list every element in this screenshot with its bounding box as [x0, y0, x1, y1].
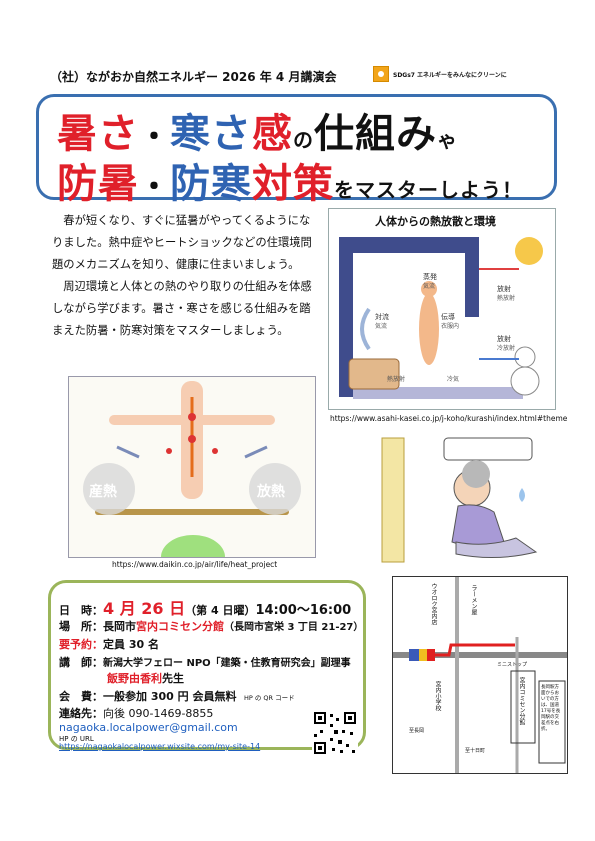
place-prefix: 長岡市	[103, 620, 136, 633]
hp-url-label: HP の URL	[59, 735, 94, 743]
title-master: をマスターしよう！	[334, 178, 523, 202]
title-mechanism: 仕組み	[314, 111, 437, 157]
svg-text:熱放射: 熱放射	[497, 294, 515, 302]
place-value: 宮内コミセン分館	[136, 620, 224, 633]
access-map: ウオロク宮内店 ラーメン屋 宮内小学校 宮内コミセン分館 至長岡 ミニストップ …	[392, 576, 568, 774]
lecturer-suffix: 先生	[162, 672, 184, 685]
heatstroke-illustration	[372, 434, 548, 564]
title-heat: 暑さ	[57, 111, 139, 157]
title-measures: 対策	[252, 161, 334, 207]
svg-text:対流: 対流	[375, 312, 389, 321]
header: （社）ながおか自然エネルギー 2026 年 4 月講演会 SDGs7 エネルギー…	[0, 66, 595, 86]
contact-row: 連絡先：向後 090-1469-8855	[59, 705, 213, 721]
event-info-box: 日 時：4 月 26 日（第 4 日曜）14:00〜16:00 場 所：長岡市宮…	[48, 580, 366, 751]
date-row: 日 時：4 月 26 日（第 4 日曜）14:00〜16:00	[59, 595, 351, 619]
date-time: 14:00〜16:00	[255, 603, 352, 618]
svg-text:衣服内: 衣服内	[441, 322, 459, 330]
map-label-school: 宮内小学校	[434, 681, 441, 711]
svg-text:気流: 気流	[375, 322, 387, 330]
intro-text: 春が短くなり、すぐに猛暑がやってくるようになりました。熱中症やヒートショックなど…	[52, 210, 320, 342]
place-address: （長岡市宮栄 3 丁目 21-27）	[224, 622, 364, 633]
svg-text:放射: 放射	[497, 284, 511, 293]
lecturer-name: 飯野由香利	[107, 672, 162, 685]
contact-value: 向後 090-1469-8855	[103, 707, 214, 720]
svg-text:放射: 放射	[497, 334, 511, 343]
qr-code[interactable]	[312, 710, 358, 756]
header-org-line: （社）ながおか自然エネルギー 2026 年 4 月講演会	[50, 70, 337, 84]
reserve-row: 要予約：定員 30 名	[59, 636, 159, 652]
contact-label: 連絡先：	[59, 707, 103, 720]
map-label-uoroku: ウオロク宮内店	[430, 583, 437, 625]
title-box: 暑さ・寒さ感の仕組みゃ 防暑・防寒対策をマスターしよう！	[36, 94, 557, 207]
lecturer-label: 講 師：	[59, 656, 103, 669]
title-cold-protect: 防寒	[170, 161, 252, 207]
intro-paragraph-1: 春が短くなり、すぐに猛暑がやってくるようになりました。熱中症やヒートショックなど…	[52, 214, 312, 271]
heat-balance-drawing	[83, 381, 301, 557]
heat-balance-illustration: 産熱 放熱	[68, 376, 316, 558]
place-label: 場 所：	[59, 620, 103, 633]
reserve-label: 要予約：	[59, 638, 103, 651]
map-label-community-center: 宮内コミセン分館	[518, 677, 525, 725]
hp-url-link[interactable]: https://nagaokalocalpower.wixsite.com/my…	[59, 742, 261, 751]
title-sense: 感	[252, 111, 293, 157]
fee-row: 会 費：一般参加 300 円 会員無料 HP の QR コード	[59, 688, 295, 704]
map-label-to-tokamachi: 至十日町	[465, 748, 486, 754]
map-label-ministop: ミニストップ	[497, 662, 528, 668]
title-cold: 寒さ	[170, 111, 252, 157]
heat-release-label: 放熱	[257, 484, 285, 500]
lecturer-name-row: 飯野由香利先生	[107, 670, 184, 686]
svg-text:気流: 気流	[423, 282, 435, 290]
map-label-to-nagaoka: 至長岡	[409, 728, 425, 734]
place-row: 場 所：長岡市宮内コミセン分館（長岡市宮栄 3 丁目 21-27）	[59, 618, 363, 634]
access-map-drawing	[393, 577, 567, 773]
date-label: 日 時：	[59, 604, 103, 617]
fee-value: 一般参加 300 円 会員無料	[103, 690, 237, 703]
heatstroke-drawing	[381, 437, 538, 563]
heat-dissipation-title: 人体からの熱放散と環境	[375, 215, 496, 228]
heat-production-label: 産熱	[89, 484, 117, 500]
title-ya: ゃ	[437, 128, 458, 152]
heat-dissipation-illustration: 蒸発 気流 伝導 衣服内 対流 気流 放射 熱放射 放射 冷放射 熱放射 冷気 …	[328, 208, 556, 410]
lecturer-row: 講 師：新潟大学フェロー NPO「建築・住教育研究会」副理事	[59, 654, 351, 670]
svg-text:冷放射: 冷放射	[497, 344, 515, 352]
svg-text:冷気: 冷気	[447, 375, 459, 383]
sdg-icon	[373, 66, 389, 82]
title-no: の	[293, 128, 314, 152]
title-line-2: 防暑・防寒対策をマスターしよう！	[57, 151, 523, 209]
date-value: 4 月 26 日	[103, 599, 186, 618]
map-directions-note: 長岡駅方面からおいでの方は、国道17号を長岡駅の交差点を右折。	[541, 685, 561, 732]
email-link[interactable]: nagaoka.localpower@gmail.com	[59, 721, 238, 734]
title-dot: ・	[139, 120, 170, 155]
sdg-label: SDGs7 エネルギーをみんなにクリーンに	[393, 72, 507, 79]
date-day: （第 4 日曜）	[185, 604, 256, 617]
title-heat-protect: 防暑	[57, 161, 139, 207]
svg-text:蒸発: 蒸発	[423, 272, 437, 281]
map-label-ramen: ラーメン屋	[470, 585, 477, 615]
qr-code-icon	[312, 710, 358, 756]
lecturer-affiliation: 新潟大学フェロー NPO「建築・住教育研究会」副理事	[103, 658, 351, 669]
heat-dissipation-drawing: 蒸発 気流 伝導 衣服内 対流 気流 放射 熱放射 放射 冷放射 熱放射 冷気	[339, 237, 543, 399]
reserve-value: 定員 30 名	[103, 638, 159, 651]
title-line-1: 暑さ・寒さ感の仕組みゃ	[57, 101, 458, 159]
title-dot-2: ・	[139, 170, 170, 205]
daikin-url-caption: https://www.daikin.co.jp/air/life/heat_p…	[112, 560, 278, 569]
fee-label: 会 費：	[59, 690, 103, 703]
intro-paragraph-2: 周辺環境と人体との熱のやり取りの仕組みを体感しながら学びます。暑さ・寒さを感じる…	[52, 280, 312, 337]
qr-note: HP の QR コード	[243, 694, 295, 702]
svg-text:伝導: 伝導	[441, 312, 455, 321]
asahi-kasei-url-caption: https://www.asahi-kasei.co.jp/j-koho/kur…	[330, 414, 568, 423]
svg-text:熱放射: 熱放射	[387, 375, 405, 383]
